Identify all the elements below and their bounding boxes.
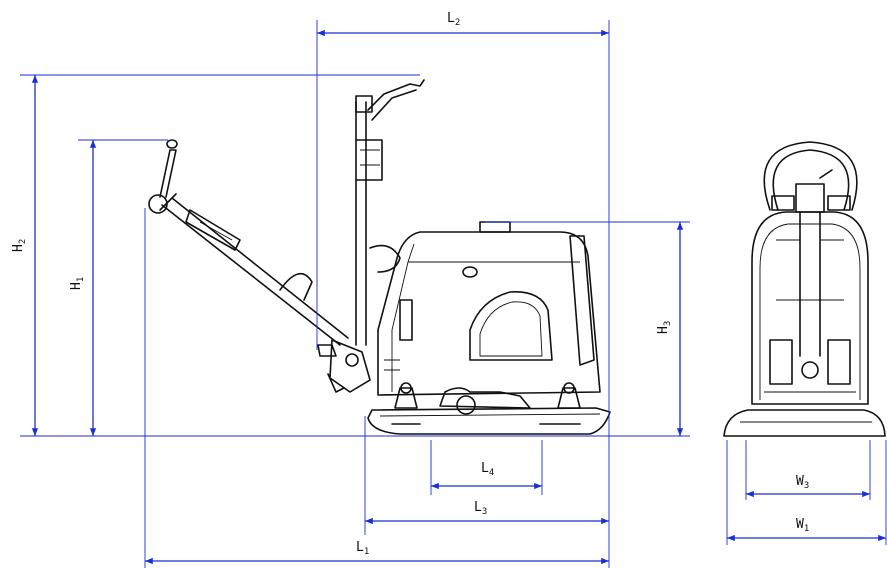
dimension-lines xyxy=(20,20,887,568)
label-H2: H2 xyxy=(11,239,28,252)
label-L1: L1 xyxy=(356,540,369,557)
label-W3: W3 xyxy=(796,474,809,491)
label-H1: H1 xyxy=(69,277,86,290)
dimension-labels: L2 L1 L3 L4 W3 W1 H2 H1 H3 xyxy=(11,11,809,557)
label-L2: L2 xyxy=(447,11,460,28)
label-L4: L4 xyxy=(481,461,494,478)
label-H3: H3 xyxy=(656,321,673,334)
label-L3: L3 xyxy=(474,500,487,517)
front-view-compactor xyxy=(723,141,886,437)
side-view-compactor xyxy=(148,79,611,435)
label-W1: W1 xyxy=(796,517,809,534)
